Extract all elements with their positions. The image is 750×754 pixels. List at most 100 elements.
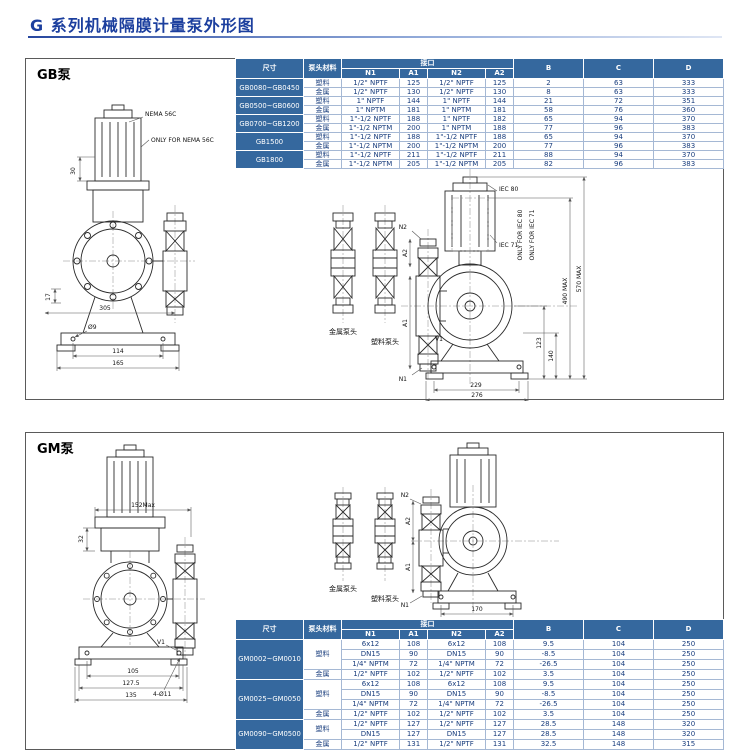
pump-size-cell: GB0080~GB0450 — [235, 78, 304, 97]
spec-value-cell: 250 — [653, 709, 724, 720]
head-material-cell: 塑料 — [303, 78, 342, 88]
col-header-a1: A1 — [399, 629, 428, 640]
spec-value-cell: 148 — [583, 719, 654, 730]
spec-value-cell: 127 — [485, 729, 514, 740]
col-header-n1: N1 — [341, 629, 400, 640]
spec-value-cell: 1/2" NPTF — [427, 739, 486, 750]
spec-value-cell: 1/2" NPTF — [427, 87, 486, 97]
gb-dim-123: 123 — [536, 337, 543, 349]
spec-value-cell: 90 — [399, 649, 428, 660]
spec-value-cell: 1/4" NPTM — [427, 699, 486, 710]
spec-value-cell: 6x12 — [427, 639, 486, 650]
gb-only-iec80-label: ONLY FOR IEC 80 — [517, 209, 524, 260]
spec-value-cell: 72 — [399, 699, 428, 710]
spec-value-cell: 3.5 — [513, 709, 584, 720]
spec-value-cell: 320 — [653, 729, 724, 740]
spec-value-cell: 1/2" NPTF — [341, 739, 400, 750]
spec-value-cell: DN15 — [427, 649, 486, 660]
gm-dim-a2: A2 — [405, 517, 412, 525]
spec-value-cell: 360 — [653, 105, 724, 115]
col-header-port: 接口 — [341, 619, 514, 630]
spec-value-cell: 200 — [399, 123, 428, 133]
gb-only-iec71-label: ONLY FOR IEC 71 — [529, 209, 536, 260]
col-header-size: 尺寸 — [235, 619, 304, 640]
gm-port-n2-label: N2 — [401, 492, 409, 499]
col-header-d: D — [653, 58, 724, 79]
spec-value-cell: 320 — [653, 719, 724, 730]
spec-value-cell: 102 — [399, 709, 428, 720]
gb-dim-305: 305 — [99, 305, 111, 312]
spec-value-cell: 72 — [399, 659, 428, 670]
spec-value-cell: 104 — [583, 669, 654, 680]
spec-value-cell: 94 — [583, 132, 654, 142]
spec-value-cell: 148 — [583, 739, 654, 750]
gb-dim-276: 276 — [471, 392, 483, 399]
spec-value-cell: 96 — [583, 141, 654, 151]
spec-value-cell: 3.5 — [513, 669, 584, 680]
gm-dim-170: 170 — [471, 606, 483, 613]
spec-value-cell: -26.5 — [513, 659, 584, 670]
gb-iec71-label: IEC 71 — [499, 242, 518, 249]
spec-value-cell: 188 — [399, 132, 428, 142]
spec-value-cell: 127 — [399, 729, 428, 740]
col-header-b: B — [513, 58, 584, 79]
spec-value-cell: 1"-1/2 NPTM — [341, 141, 400, 151]
spec-value-cell: 188 — [485, 132, 514, 142]
head-material-cell: 金属 — [303, 141, 342, 151]
spec-value-cell: 370 — [653, 150, 724, 160]
spec-value-cell: 383 — [653, 123, 724, 133]
col-header-d: D — [653, 619, 724, 640]
spec-value-cell: 250 — [653, 649, 724, 660]
spec-value-cell: 383 — [653, 159, 724, 169]
col-header-a2: A2 — [485, 629, 514, 640]
spec-value-cell: 1"-1/2 NPTM — [427, 141, 486, 151]
gm-metal-head-caption: 金属泵头 — [329, 584, 357, 593]
col-header-material: 泵头材料 — [303, 58, 342, 79]
gb-dim-165: 165 — [112, 360, 124, 367]
page-title: G 系列机械隔膜计量泵外形图 — [30, 16, 255, 35]
spec-value-cell: 104 — [583, 679, 654, 690]
head-material-cell: 金属 — [303, 669, 342, 680]
spec-value-cell: 96 — [583, 159, 654, 169]
gm-front-dimensions — [74, 507, 192, 703]
head-material-cell: 金属 — [303, 87, 342, 97]
spec-value-cell: 1/4" NPTM — [341, 699, 400, 710]
gb-side-dimensions — [408, 176, 587, 401]
gb-panel-label: GB泵 — [37, 68, 71, 83]
col-header-b: B — [513, 619, 584, 640]
spec-value-cell: 131 — [485, 739, 514, 750]
spec-value-cell: 130 — [485, 87, 514, 97]
col-header-n2: N2 — [427, 629, 486, 640]
gm-side-view — [418, 442, 522, 610]
spec-value-cell: 351 — [653, 96, 724, 106]
spec-value-cell: 250 — [653, 699, 724, 710]
spec-value-cell: 6x12 — [341, 639, 400, 650]
spec-value-cell: 1"-1/2 NPTM — [427, 159, 486, 169]
spec-value-cell: 82 — [513, 159, 584, 169]
gb-hole-callout: Ø9 — [88, 324, 97, 331]
spec-value-cell: 1"-1/2 NPTF — [427, 150, 486, 160]
gb-iec80-label: IEC 80 — [499, 186, 518, 193]
gb-dim-114: 114 — [112, 348, 124, 355]
spec-value-cell: 383 — [653, 141, 724, 151]
spec-value-cell: 6x12 — [427, 679, 486, 690]
spec-value-cell: 1" NPTM — [427, 123, 486, 133]
gm-side-dimensions — [409, 498, 514, 617]
spec-value-cell: 65 — [513, 132, 584, 142]
gm-plastic-head-caption: 塑料泵头 — [371, 594, 399, 603]
spec-value-cell: 96 — [583, 123, 654, 133]
spec-value-cell: 90 — [399, 689, 428, 700]
gb-panel: GB泵 — [25, 58, 724, 401]
spec-value-cell: 1"-1/2 NPTF — [341, 114, 400, 124]
gb-port-n2-label: N2 — [399, 224, 407, 231]
title-rule — [28, 36, 722, 38]
spec-value-cell: 250 — [653, 659, 724, 670]
